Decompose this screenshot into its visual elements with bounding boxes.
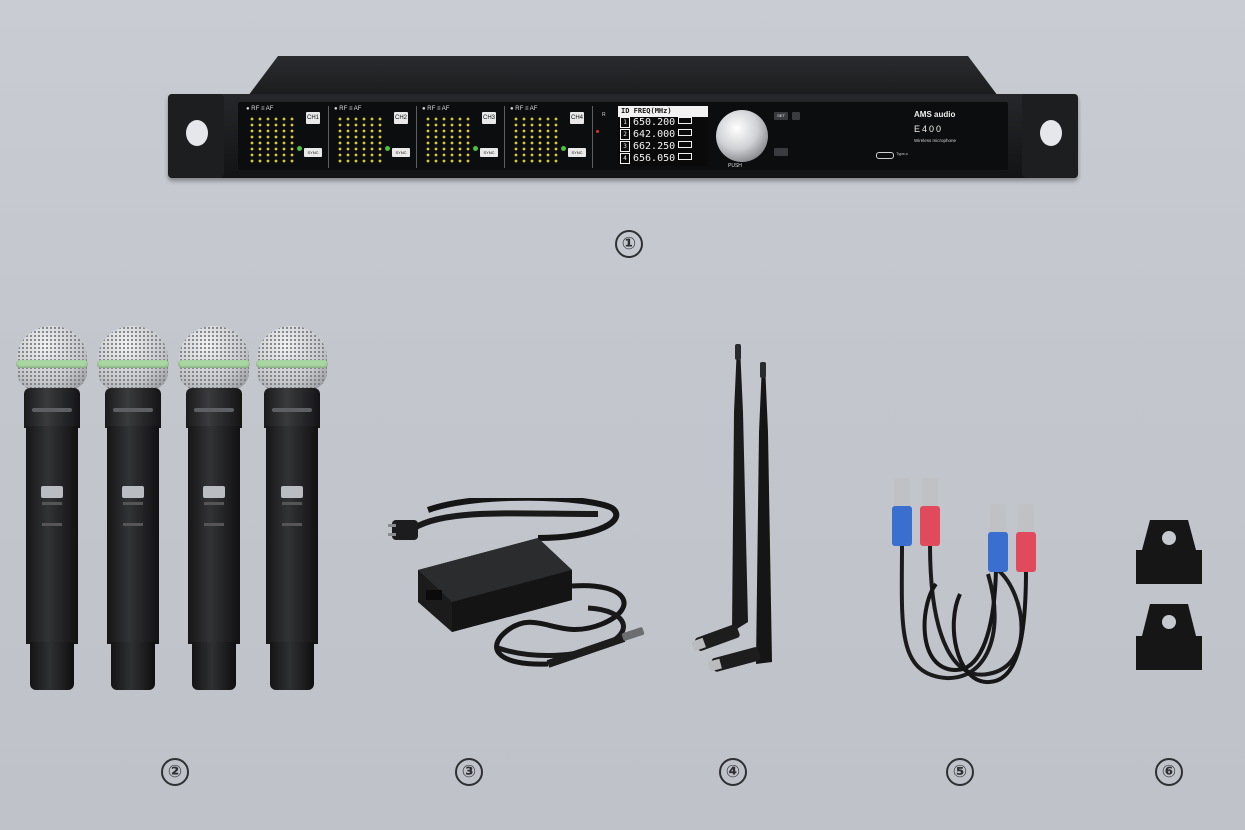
channel-meter-label: ● RF ≡ AF — [510, 106, 538, 112]
back-icon[interactable] — [774, 148, 788, 156]
antenna-pair-graphic — [691, 344, 772, 672]
status-led — [561, 146, 566, 151]
channel-id-button[interactable]: CH2 — [394, 112, 408, 124]
item-label-receiver: ① — [615, 230, 643, 258]
channel-4: ● RF ≡ AF CH4 SYNC — [506, 106, 593, 168]
item-label-brackets: ⑥ — [1155, 758, 1183, 786]
sync-button[interactable]: SYNC — [480, 148, 498, 157]
battery-icon — [678, 141, 693, 148]
push-label: PUSH — [728, 163, 742, 169]
lcd-row-freq: 656.050 — [633, 153, 676, 164]
handheld-microphone — [178, 326, 250, 692]
lock-icon[interactable] — [792, 112, 800, 120]
lcd-row-freq: 642.000 — [633, 129, 676, 140]
power-adapter-graphic — [388, 498, 645, 668]
item-label-cables: ⑤ — [946, 758, 974, 786]
level-meter-leds — [336, 116, 386, 164]
status-led — [385, 146, 390, 151]
level-meter-leds — [424, 116, 474, 164]
channel-3: ● RF ≡ AF CH3 SYNC — [418, 106, 505, 168]
handheld-microphone — [16, 326, 88, 692]
rack-bracket — [1136, 600, 1202, 670]
usb-c-port — [876, 152, 894, 159]
battery-icon — [678, 153, 693, 160]
receiver-top-cover — [248, 56, 998, 96]
lcd-row-id: 3 — [620, 141, 630, 152]
set-button[interactable]: SET — [774, 112, 788, 120]
wireless-receiver: ● RF ≡ AF CH1 SYNC ● RF ≡ AF CH2 SYNC ● … — [168, 56, 1078, 180]
channel-id-button[interactable]: CH3 — [482, 112, 496, 124]
channel-meter-label: ● RF ≡ AF — [334, 106, 362, 112]
rack-ear-left — [168, 94, 224, 178]
sync-button[interactable]: SYNC — [392, 148, 410, 157]
channel-id-button[interactable]: CH1 — [306, 112, 320, 124]
model-description: Wireless microphone — [914, 138, 957, 143]
level-meter-leds — [248, 116, 298, 164]
status-led — [473, 146, 478, 151]
level-meter-leds — [512, 116, 562, 164]
red-indicator-led — [596, 130, 599, 133]
lcd-row-id: 2 — [620, 129, 630, 140]
push-knob[interactable] — [716, 110, 768, 162]
status-led — [297, 146, 302, 151]
item-label-antennas: ④ — [719, 758, 747, 786]
battery-icon — [678, 117, 693, 124]
receiver-control-area: ● RF ≡ AF CH1 SYNC ● RF ≡ AF CH2 SYNC ● … — [238, 102, 1008, 170]
brand-logo: AMS audio — [914, 110, 956, 119]
channel-1: ● RF ≡ AF CH1 SYNC — [242, 106, 329, 168]
antennas — [690, 342, 780, 682]
sync-button[interactable]: SYNC — [304, 148, 322, 157]
channel-meter-label: ● RF ≡ AF — [422, 106, 450, 112]
channel-2: ● RF ≡ AF CH2 SYNC — [330, 106, 417, 168]
channel-id-button[interactable]: CH4 — [570, 112, 584, 124]
rack-bracket — [1136, 516, 1202, 584]
r-indicator-label: R — [602, 112, 606, 118]
handheld-microphone — [97, 326, 169, 692]
lcd-header: ID FREQ(MHz) — [618, 106, 708, 117]
lcd-row-id: 4 — [620, 153, 630, 164]
sync-button[interactable]: SYNC — [568, 148, 586, 157]
lcd-row-freq: 650.200 — [633, 117, 676, 128]
item-label-adapter: ③ — [455, 758, 483, 786]
usb-c-label: Type-c — [896, 151, 909, 156]
lcd-row-freq: 662.250 — [633, 141, 676, 152]
battery-icon — [678, 129, 693, 136]
handheld-microphone — [256, 326, 328, 692]
lcd-row-id: 1 — [620, 117, 630, 128]
rack-ear-right — [1022, 94, 1078, 178]
model-name: E400 — [914, 124, 944, 134]
antenna-cables — [876, 474, 1048, 688]
power-adapter — [388, 498, 656, 674]
item-label-microphones: ② — [161, 758, 189, 786]
receiver-front-panel: ● RF ≡ AF CH1 SYNC ● RF ≡ AF CH2 SYNC ● … — [168, 94, 1078, 178]
cable-set-graphic — [892, 478, 1036, 685]
channel-meter-label: ● RF ≡ AF — [246, 106, 274, 112]
